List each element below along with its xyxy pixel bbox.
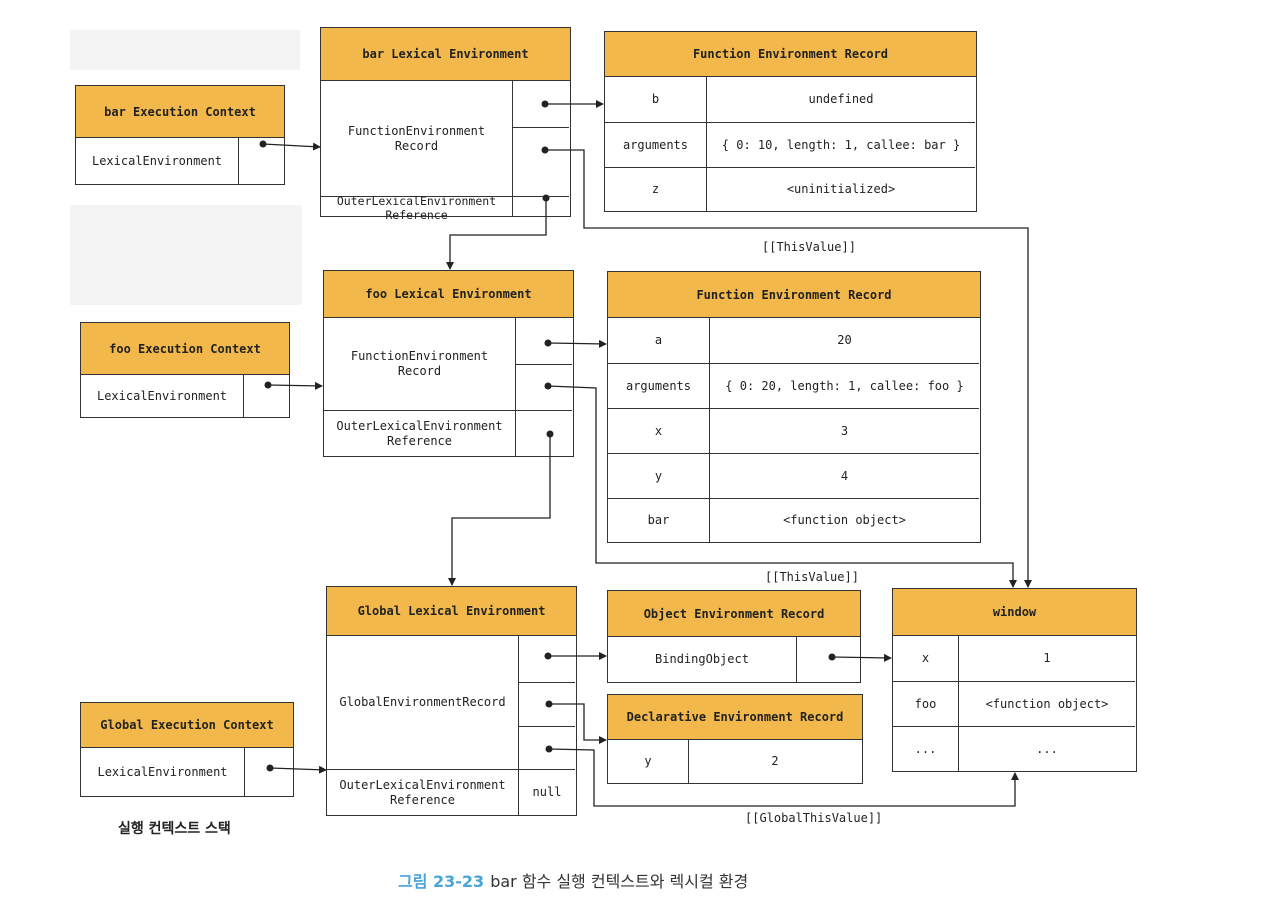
window-value: ... bbox=[958, 726, 1135, 771]
window-value: <function object> bbox=[958, 681, 1135, 726]
foo-fer-value: 20 bbox=[709, 318, 979, 363]
this-value-label-foo: [[ThisValue]] bbox=[765, 570, 859, 584]
foo-execution-context-title: foo Execution Context bbox=[81, 323, 289, 375]
foo-le-outer-pointer bbox=[515, 410, 572, 456]
bar-fer-key: b bbox=[651, 92, 660, 106]
bar-execution-context-title: bar Execution Context bbox=[76, 86, 284, 138]
global-ec-lexical-environment-label: LexicalEnvironment bbox=[97, 764, 228, 779]
foo-le-record-label: FunctionEnvironment Record bbox=[350, 349, 489, 378]
window-value: 1 bbox=[958, 636, 1135, 681]
this-value-label-bar: [[ThisValue]] bbox=[762, 240, 856, 254]
bar-ec-to-le-arrow bbox=[262, 142, 321, 151]
bar-le-record-pointer-1 bbox=[512, 81, 569, 127]
global-declarative-record-arrow bbox=[549, 703, 607, 744]
bar-function-environment-record: Function Environment Record b undefined … bbox=[604, 31, 977, 212]
global-le-record-pointer-1 bbox=[518, 636, 575, 682]
bar-lexical-environment: bar Lexical Environment FunctionEnvironm… bbox=[320, 27, 571, 222]
background-smudge bbox=[70, 205, 302, 305]
der-key: y bbox=[644, 754, 652, 768]
global-this-value-label: [[GlobalThisValue]] bbox=[745, 811, 883, 825]
der-value: 2 bbox=[688, 740, 861, 783]
bar-lexical-environment-title: bar Lexical Environment bbox=[321, 28, 570, 81]
binding-object-to-window-arrow bbox=[831, 653, 892, 662]
foo-ec-lexical-environment-label: LexicalEnvironment bbox=[96, 388, 228, 403]
window-object: window x 1 foo <function object> ... ... bbox=[892, 588, 1137, 772]
foo-fer-value: <function object> bbox=[709, 498, 979, 542]
bar-le-record-pointer-2 bbox=[512, 127, 569, 196]
global-le-record-label: GlobalEnvironmentRecord bbox=[339, 695, 506, 709]
bar-outer-arrow bbox=[446, 198, 547, 270]
window-key: foo bbox=[893, 681, 958, 726]
foo-fer-title: Function Environment Record bbox=[608, 272, 980, 318]
foo-this-value-arrow bbox=[547, 385, 1017, 588]
global-ec-to-le-arrow bbox=[269, 765, 327, 774]
bar-fer-value: { 0: 10, length: 1, callee: bar } bbox=[706, 122, 975, 167]
bar-fer-value: undefined bbox=[706, 77, 975, 122]
global-le-outer-null: null bbox=[518, 769, 575, 815]
declarative-environment-record: Declarative Environment Record y 2 bbox=[607, 694, 863, 784]
foo-outer-arrow bbox=[448, 434, 551, 586]
foo-fer-key: x bbox=[608, 408, 709, 453]
foo-ec-pointer-cell bbox=[243, 375, 289, 417]
global-execution-context-title: Global Execution Context bbox=[81, 703, 293, 748]
bar-this-value-arrow bbox=[545, 149, 1032, 588]
global-ec-pointer-cell bbox=[244, 748, 292, 796]
bar-fer-key: arguments bbox=[605, 122, 706, 167]
execution-context-stack-caption: 실행 컨텍스트 스택 bbox=[118, 821, 231, 837]
foo-le-outer-label: OuterLexicalEnvironment Reference bbox=[324, 410, 515, 456]
foo-fer-key: arguments bbox=[608, 363, 709, 408]
foo-le-record-pointer-1 bbox=[515, 318, 572, 364]
window-title: window bbox=[893, 589, 1136, 636]
foo-record-arrow bbox=[547, 339, 607, 348]
window-key: ... bbox=[893, 726, 958, 771]
foo-execution-context: foo Execution Context LexicalEnvironment bbox=[80, 322, 290, 418]
bar-ec-pointer-cell bbox=[238, 138, 284, 184]
oer-binding-object-pointer bbox=[796, 637, 859, 682]
foo-lexical-environment: foo Lexical Environment FunctionEnvironm… bbox=[323, 270, 574, 457]
figure-caption-text: bar 함수 실행 컨텍스트와 렉시컬 환경 bbox=[490, 872, 749, 891]
foo-function-environment-record: Function Environment Record a 20 argumen… bbox=[607, 271, 981, 543]
foo-fer-key: bar bbox=[608, 498, 709, 542]
foo-le-record-pointer-2 bbox=[515, 364, 572, 410]
global-le-record-pointer-2 bbox=[518, 682, 575, 726]
global-this-value-arrow bbox=[548, 748, 1019, 807]
window-key: x bbox=[921, 651, 930, 665]
bar-execution-context: bar Execution Context LexicalEnvironment bbox=[75, 85, 285, 185]
object-environment-record: Object Environment Record BindingObject bbox=[607, 590, 861, 683]
foo-fer-key: y bbox=[608, 453, 709, 498]
global-le-record-pointer-3 bbox=[518, 726, 575, 769]
global-execution-context: Global Execution Context LexicalEnvironm… bbox=[80, 702, 294, 797]
object-environment-record-title: Object Environment Record bbox=[608, 591, 860, 637]
bar-ec-lexical-environment-label: LexicalEnvironment bbox=[91, 153, 223, 168]
foo-fer-value: { 0: 20, length: 1, callee: foo } bbox=[709, 363, 979, 408]
foo-fer-value: 3 bbox=[709, 408, 979, 453]
global-lexical-environment-title: Global Lexical Environment bbox=[327, 587, 576, 636]
background-smudge bbox=[70, 30, 300, 70]
bar-fer-title: Function Environment Record bbox=[605, 32, 976, 77]
declarative-environment-record-title: Declarative Environment Record bbox=[608, 695, 862, 740]
global-le-outer-label: OuterLexicalEnvironment Reference bbox=[327, 769, 518, 815]
bar-fer-key: z bbox=[605, 167, 706, 211]
foo-lexical-environment-title: foo Lexical Environment bbox=[324, 271, 573, 318]
oer-binding-object-label: BindingObject bbox=[655, 652, 749, 666]
global-lexical-environment: Global Lexical Environment GlobalEnviron… bbox=[326, 586, 577, 816]
bar-le-outer-pointer bbox=[512, 196, 569, 216]
bar-le-record-label: FunctionEnvironment Record bbox=[347, 123, 486, 153]
foo-fer-value: 4 bbox=[709, 453, 979, 498]
bar-fer-value: <uninitialized> bbox=[706, 167, 975, 211]
figure-number: 그림 23-23 bbox=[398, 872, 485, 891]
figure-caption: 그림 23-23 bar 함수 실행 컨텍스트와 렉시컬 환경 bbox=[398, 868, 748, 892]
foo-fer-key: a bbox=[654, 333, 663, 347]
foo-ec-to-le-arrow bbox=[267, 381, 323, 390]
